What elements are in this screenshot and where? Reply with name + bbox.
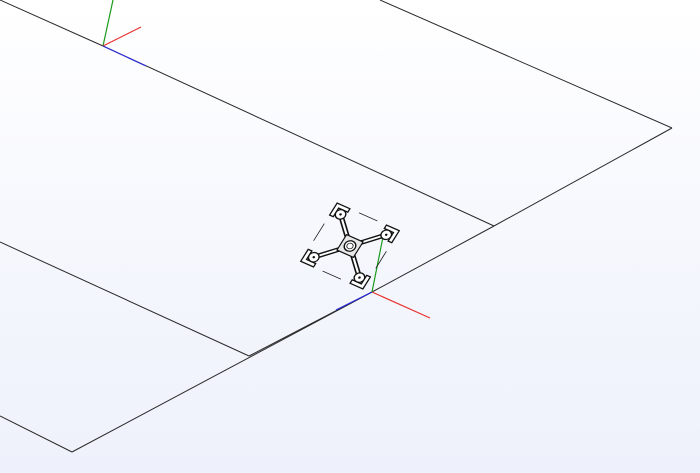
profile-slot-lip	[313, 223, 325, 241]
plane-edge	[379, 0, 673, 129]
plane-edge	[71, 291, 373, 453]
base-plane-1[interactable]	[0, 0, 673, 227]
profile-center-bore-inner	[346, 242, 354, 250]
x-axis-line	[102, 26, 142, 47]
aluminum-extrusion-profile[interactable]	[299, 202, 401, 290]
y-axis-line	[102, 0, 114, 47]
plane-edge	[0, 241, 250, 357]
plane-edge	[371, 225, 495, 293]
profile-arm-inner	[314, 247, 342, 258]
plane-edge	[493, 127, 673, 227]
plane-edge	[0, 0, 104, 47]
x-axis-line	[371, 291, 431, 319]
base-plane-2[interactable]	[0, 225, 495, 453]
axis-triad-upper	[102, 0, 147, 67]
profile-center-bore	[343, 240, 357, 252]
profile-corner-tl	[328, 202, 351, 220]
profile-corner-tr	[380, 224, 401, 244]
y-axis-line	[371, 231, 385, 293]
z-axis-line	[102, 45, 147, 67]
z-axis-line	[335, 291, 373, 311]
profile-slot-lip	[322, 270, 342, 280]
profile-slot-lip	[375, 251, 387, 269]
axis-triad-profile	[335, 231, 431, 319]
profile-slot-lip	[358, 212, 378, 222]
plane-edge	[102, 45, 495, 227]
profile-corner-br	[349, 272, 372, 290]
profile-corner-bl	[299, 248, 320, 268]
plane-edge	[0, 415, 73, 453]
